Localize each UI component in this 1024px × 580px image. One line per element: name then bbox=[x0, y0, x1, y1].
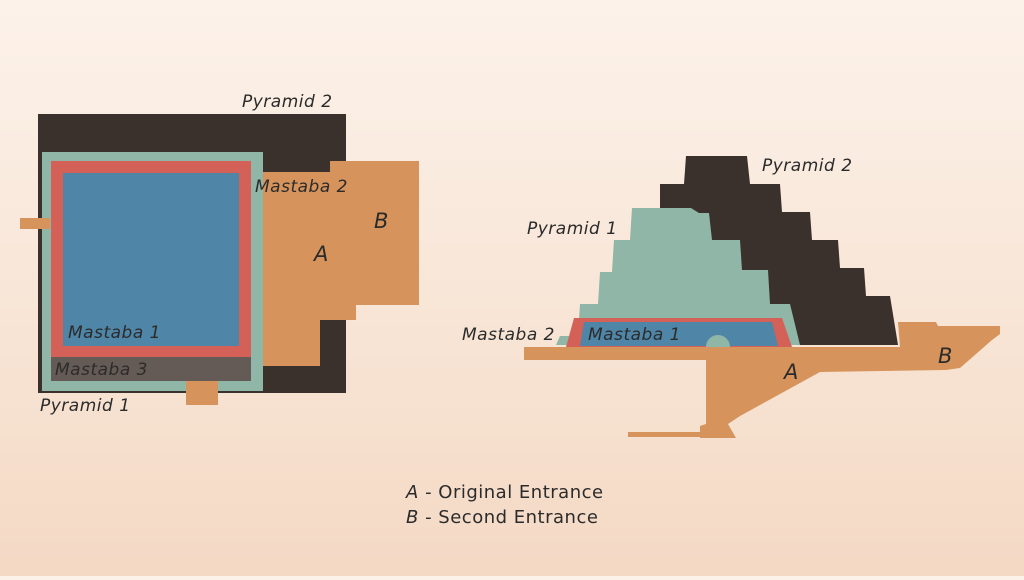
section-view: Pyramid 2 Pyramid 1 Mastaba 2 Mastaba 1 … bbox=[462, 156, 1000, 438]
plan-label-mastaba-2: Mastaba 2 bbox=[255, 177, 348, 197]
section-ground-passages bbox=[524, 322, 1000, 438]
section-label-pyramid-1: Pyramid 1 bbox=[527, 219, 618, 239]
plan-label-entrance-b: B bbox=[374, 209, 388, 233]
plan-label-mastaba-3: Mastaba 3 bbox=[55, 360, 148, 380]
legend-item-a: A - Original Entrance bbox=[406, 480, 604, 505]
plan-label-mastaba-1: Mastaba 1 bbox=[68, 323, 161, 343]
section-pyramid-1 bbox=[556, 208, 800, 345]
legend-text-b: - Second Entrance bbox=[425, 507, 599, 528]
plan-label-pyramid-2: Pyramid 2 bbox=[242, 92, 333, 112]
plan-entrance-passage bbox=[250, 161, 419, 366]
section-label-entrance-b: B bbox=[938, 344, 952, 368]
legend-text-a: - Original Entrance bbox=[425, 482, 604, 503]
plan-west-passage bbox=[20, 218, 50, 229]
section-label-entrance-a: A bbox=[782, 360, 798, 384]
plan-label-pyramid-1: Pyramid 1 bbox=[40, 396, 131, 416]
plan-view: Pyramid 2 Mastaba 2 B A Mastaba 1 Mastab… bbox=[20, 92, 419, 416]
plan-mastaba-1 bbox=[63, 173, 239, 346]
plan-south-passage bbox=[186, 378, 218, 405]
section-label-mastaba-2: Mastaba 2 bbox=[462, 325, 555, 345]
legend-key-a: A bbox=[406, 482, 419, 503]
section-mastaba-1 bbox=[580, 322, 778, 346]
legend-key-b: B bbox=[406, 507, 419, 528]
plan-mastaba-3 bbox=[51, 357, 251, 381]
section-lower-shaft bbox=[628, 432, 702, 437]
legend: A - Original Entrance B - Second Entranc… bbox=[406, 480, 604, 530]
plan-label-entrance-a: A bbox=[312, 242, 328, 266]
section-label-mastaba-1: Mastaba 1 bbox=[588, 325, 681, 345]
legend-item-b: B - Second Entrance bbox=[406, 505, 604, 530]
section-mastaba-dome bbox=[706, 335, 730, 347]
section-label-pyramid-2: Pyramid 2 bbox=[762, 156, 853, 176]
